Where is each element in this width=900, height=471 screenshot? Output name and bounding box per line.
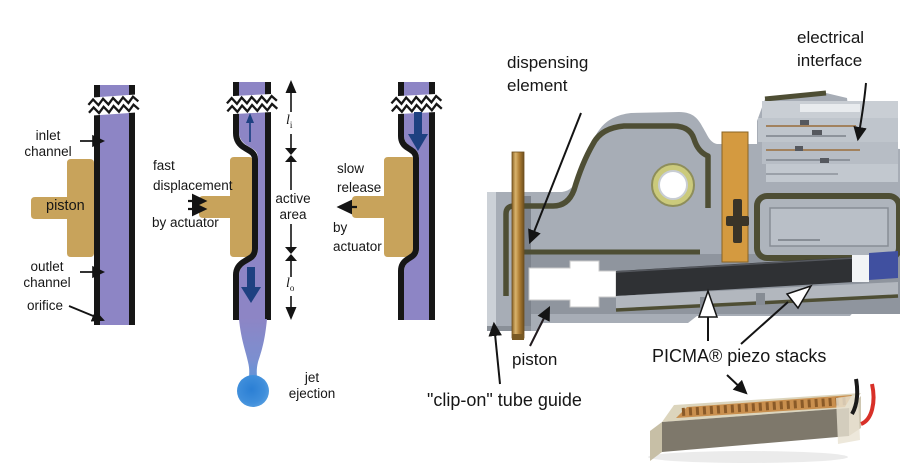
slow-release-label: slow release [337, 161, 382, 195]
channel-wall-right [129, 85, 135, 325]
channel-wall-left [398, 82, 419, 320]
stack-left-end [650, 422, 662, 461]
support-post [756, 293, 765, 305]
flow-down-arrow-icon [241, 267, 261, 303]
cutaway-piston-label: piston [512, 350, 558, 369]
gasket-trace-top-right [764, 90, 827, 102]
dim-arrow-bottom-icon [285, 307, 297, 320]
outlet-channel-label: outlet channel [23, 259, 71, 290]
piston-shape [352, 157, 415, 257]
diagram-fast-displacement [188, 80, 297, 407]
panel-inner [769, 207, 889, 247]
flow-down-arrow-icon [408, 112, 428, 151]
electrical-interface-label: electrical interface [797, 28, 865, 70]
dispensing-element-label: dispensing element [507, 53, 589, 95]
piezo-white-arrow-2-icon [785, 284, 813, 310]
dispensing-tube [511, 151, 525, 339]
connector-layer [758, 118, 898, 142]
droplet [237, 375, 269, 407]
guide-block-base-shadow [487, 326, 531, 331]
channel-wall-right [265, 82, 271, 320]
piezo-stack-edge [615, 257, 855, 273]
by-actuator-label: by actuator [152, 215, 219, 230]
dim-arrow-top-icon [285, 80, 297, 93]
channel-wall-left [94, 85, 100, 325]
tube-guide-label: "clip-on" tube guide [427, 390, 582, 410]
stack-end-blue [869, 251, 898, 280]
callout-arrows [488, 82, 867, 395]
tube-guide-arrow-icon [488, 321, 502, 385]
piston-shape [199, 157, 253, 257]
jet-ejection-label: jet ejection [288, 370, 336, 401]
dim-tick-icon [285, 254, 297, 261]
piezo-white-arrow-2-shaft [740, 301, 789, 345]
piston-label: piston [46, 198, 85, 214]
dispensing-element-arrow-icon [528, 112, 582, 245]
length-inlet-label: li [286, 113, 293, 130]
electrical-interface-arrow-icon [853, 82, 867, 142]
channel-wall-right [429, 82, 435, 320]
stack-front-face [662, 408, 849, 452]
piezo-stack-photo [648, 378, 876, 463]
diagram-rest-state [31, 85, 145, 325]
piezo-white-arrow-1-icon [697, 288, 719, 318]
wire-black [850, 378, 860, 416]
inlet-channel-label: inlet channel [24, 128, 72, 159]
flow-up-arrowhead-icon [246, 113, 254, 123]
channel-fluid [239, 82, 267, 320]
dim-tick-icon [285, 148, 297, 155]
dimension-markers [285, 80, 297, 320]
piezo-photo-arrow-icon [726, 374, 748, 395]
piezo-stacks-label: PICMA® piezo stacks [652, 346, 827, 366]
connector-highlight [800, 104, 860, 112]
dim-tick-icon [285, 247, 297, 254]
dispensing-tube-tip [512, 334, 524, 340]
fast-displacement-label: fast displacement [153, 158, 233, 194]
diagram-slow-release [336, 82, 448, 320]
connector-contact [820, 158, 829, 163]
connector-contact [795, 146, 803, 151]
orifice-arrow-icon [68, 305, 105, 322]
cutaway-rendering [487, 90, 900, 340]
dim-tick-icon [285, 155, 297, 162]
active-area-label: active area [275, 191, 311, 222]
by-actuator-2-label: by actuator [333, 220, 382, 254]
jet-stream [239, 319, 267, 380]
connector-stack [758, 101, 898, 182]
screw-hole [658, 170, 688, 200]
orifice-label: orifice [26, 298, 63, 313]
connector-contact [812, 130, 822, 135]
piston-shape [31, 159, 94, 257]
photo-shadow [648, 451, 848, 463]
piston-arrow-icon [529, 305, 551, 347]
guide-block-shadow [524, 196, 531, 331]
channel-break-icon [387, 92, 448, 116]
channel-fluid [99, 85, 130, 325]
copper-cross-horizontal [726, 216, 749, 226]
channel-wall-left [233, 82, 258, 320]
stack-end-spacer [852, 255, 869, 282]
guide-block-highlight [487, 192, 496, 331]
wire-red [860, 383, 876, 426]
connector-contact [800, 120, 809, 125]
channel-break-icon [223, 92, 283, 116]
piezo-stack-bar [616, 257, 854, 296]
length-outlet-label: lo [286, 276, 295, 293]
